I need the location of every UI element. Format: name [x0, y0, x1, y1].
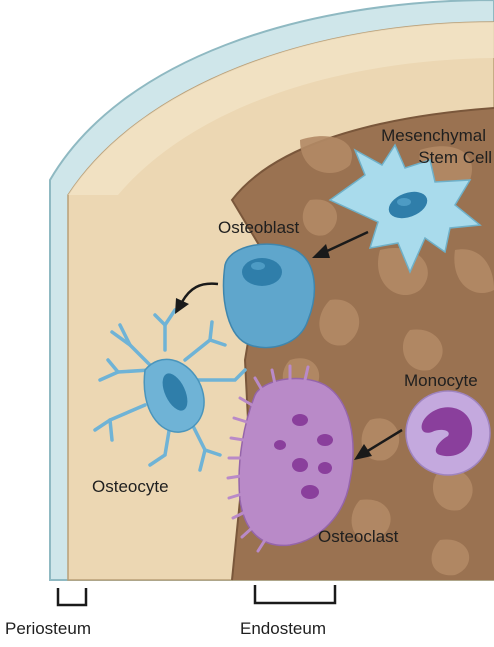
mesenchymal-stem-cell-label-line2: Stem Cell	[350, 148, 492, 168]
monocyte-cell	[406, 391, 490, 475]
osteoblast-cell	[224, 244, 315, 347]
osteoblast-label: Osteoblast	[218, 218, 299, 238]
endosteum-bracket	[255, 585, 335, 603]
periosteum-bracket	[58, 588, 86, 605]
monocyte-label: Monocyte	[404, 371, 478, 391]
osteoclast-label: Osteoclast	[318, 527, 398, 547]
osteocyte-label: Osteocyte	[92, 477, 169, 497]
endosteum-label: Endosteum	[240, 619, 326, 639]
mesenchymal-stem-cell-label-line1: Mesenchymal	[350, 126, 486, 146]
periosteum-label: Periosteum	[5, 619, 91, 639]
